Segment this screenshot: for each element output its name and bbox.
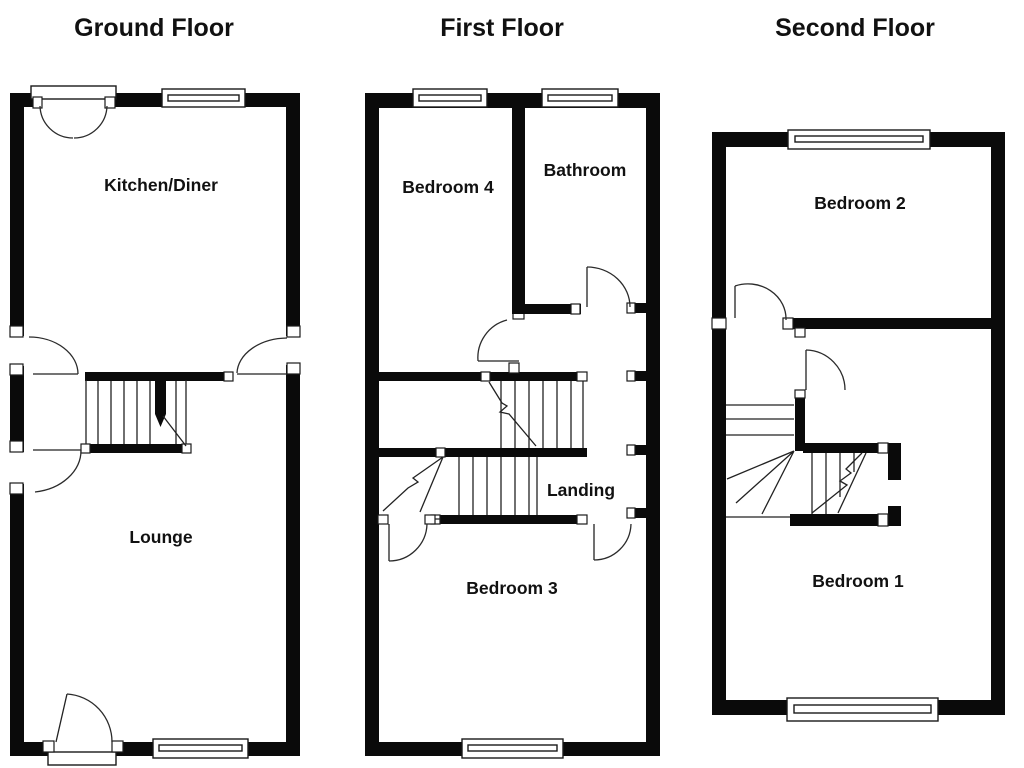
room-label-lounge: Lounge — [129, 527, 192, 547]
first-stairs-lower — [377, 456, 538, 525]
kitchen-window — [161, 88, 246, 108]
hall-left-door — [9, 325, 79, 376]
first-floor-title: First Floor — [440, 14, 564, 42]
ground-floor-title: Ground Floor — [74, 14, 234, 42]
ground-interior-walls — [80, 371, 234, 454]
lounge-window — [152, 738, 249, 759]
room-label-landing: Landing — [547, 480, 615, 500]
bedroom3-right-door — [593, 523, 632, 561]
lounge-door — [9, 440, 82, 495]
french-door — [30, 85, 117, 139]
second-floor-plan: Second Floor — [711, 14, 1005, 722]
bathroom-door — [586, 266, 631, 308]
first-floor-plan: First Floor — [365, 14, 660, 759]
ground-floor-plan: Ground Floor — [9, 14, 301, 766]
room-label-bedroom3: Bedroom 3 — [466, 578, 558, 598]
second-exterior-walls — [712, 132, 1005, 715]
bedroom3-window — [461, 738, 564, 759]
room-label-bedroom4: Bedroom 4 — [402, 177, 494, 197]
bedroom3-left-door — [388, 523, 428, 562]
room-label-bathroom: Bathroom — [544, 160, 627, 180]
kitchen-door — [236, 325, 301, 375]
room-label-kitchen-diner: Kitchen/Diner — [104, 175, 218, 195]
bedroom4-window — [412, 88, 488, 108]
room-label-bedroom2: Bedroom 2 — [814, 193, 906, 213]
second-interior-walls — [711, 317, 991, 527]
bedroom2-door — [734, 283, 787, 321]
bedroom1-window — [786, 697, 939, 722]
landing-door — [805, 349, 846, 391]
bedroom4-door — [477, 319, 520, 374]
bedroom2-window — [787, 129, 931, 150]
room-label-bedroom1: Bedroom 1 — [812, 571, 904, 591]
second-stairs — [726, 404, 867, 518]
second-floor-title: Second Floor — [775, 14, 935, 42]
ground-stairs — [85, 380, 187, 447]
first-stairs-upper — [488, 381, 584, 448]
front-door — [42, 693, 124, 766]
bathroom-window — [541, 88, 619, 108]
